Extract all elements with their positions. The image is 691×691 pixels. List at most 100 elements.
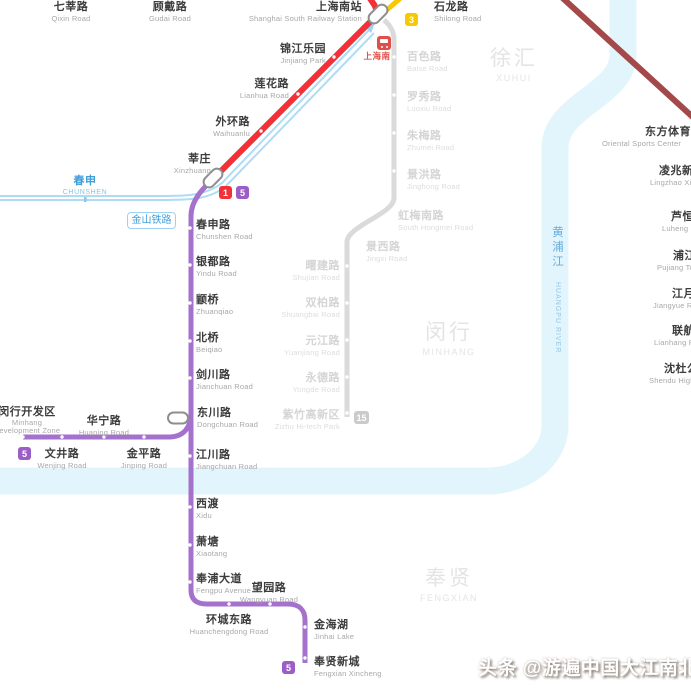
station-label-chunshen: 春申 CHUNSHEN bbox=[63, 176, 107, 197]
line-1-badge: 1 bbox=[219, 186, 232, 199]
station-name-en: Chunshen Road bbox=[196, 232, 253, 241]
interchange-oval-shanghai-south bbox=[367, 3, 389, 25]
line-5-badge: 5 bbox=[236, 186, 249, 199]
station-name-zh: 江川路 bbox=[196, 449, 231, 461]
station-label-lingzhao-xincun: 凌兆新村Lingzhao Xincun bbox=[650, 166, 691, 187]
station-name-en: Lianhang Road bbox=[654, 338, 691, 347]
station-name-zh: 朱梅路 bbox=[407, 130, 442, 142]
station-name-zh: 奉浦大道 bbox=[196, 573, 242, 585]
station-name-zh: 紫竹高新区 bbox=[282, 409, 340, 421]
jinshan-railway-badge: 金山铁路 bbox=[127, 212, 176, 229]
station-name-zh: 上海南 bbox=[363, 51, 391, 61]
station-name-zh: 春申路 bbox=[196, 219, 231, 231]
station-name-zh: 东方体育中心 bbox=[645, 126, 691, 138]
district-name-zh: 闵行 bbox=[425, 321, 473, 344]
station-name-zh: 望园路 bbox=[251, 582, 287, 594]
station-name-en: Qixin Road bbox=[51, 14, 91, 23]
station-label-pujiang-town: 浦江镇Pujiang Town bbox=[657, 250, 691, 272]
railway-arrow-icon bbox=[365, 23, 375, 33]
station-name-en: Yongde Road bbox=[292, 385, 340, 394]
station-name-zh: 锦江乐园 bbox=[280, 43, 326, 55]
station-name-zh: 剑川路 bbox=[196, 369, 231, 381]
station-name-zh: 闵行开发区 bbox=[0, 406, 56, 418]
river-name-en: HUANGPU RIVER bbox=[554, 281, 561, 354]
station-name-en: Shendu Highway bbox=[649, 376, 691, 385]
station-name-zh: 银都路 bbox=[196, 256, 231, 268]
station-name-en: South Hongmei Road bbox=[398, 223, 474, 232]
station-name-zh: 西渡 bbox=[196, 498, 219, 510]
station-name-en: Huanchengdong Road bbox=[189, 627, 269, 636]
station-name-en: Wangyuan Road bbox=[239, 595, 299, 604]
station-name-en: Shilong Road bbox=[434, 14, 482, 23]
station-name-zh: 元江路 bbox=[305, 335, 340, 347]
station-name-en: Waihuanlu bbox=[213, 129, 250, 138]
district-name-en: FENGXIAN bbox=[419, 593, 479, 603]
planned-line-path bbox=[560, 0, 691, 120]
station-name-zh: 东川路 bbox=[197, 407, 232, 419]
station-name-zh: 外环路 bbox=[215, 116, 250, 128]
station-name-zh: 永德路 bbox=[305, 372, 340, 384]
station-name-en: Oriental Sports Center bbox=[602, 139, 682, 148]
station-name-zh: 罗秀路 bbox=[407, 91, 442, 103]
station-name-en: Luoxiu Road bbox=[407, 104, 452, 113]
station-name-en: Shujian Road bbox=[292, 273, 340, 282]
station-name-en: Yuanjiang Road bbox=[284, 348, 340, 357]
river-name-zh: 黄浦江 bbox=[551, 226, 563, 270]
chunshen-station-tick bbox=[84, 197, 87, 202]
station-name-en: Jinping Road bbox=[120, 461, 168, 470]
station-name-zh: 浦江镇 bbox=[673, 250, 691, 262]
station-name-zh: 春申 bbox=[73, 175, 97, 187]
station-name-en: Zizhu Hi-tech Park bbox=[274, 422, 340, 431]
station-ticks bbox=[21, 55, 396, 660]
station-name-zh: 上海南站 bbox=[316, 1, 362, 13]
station-label-上海南: 上海南 bbox=[363, 51, 390, 62]
station-name-zh: 百色路 bbox=[407, 51, 442, 63]
station-name-en: Pujiang Town bbox=[657, 263, 691, 272]
station-name-en: Shanghai South Railway Station bbox=[248, 14, 362, 23]
station-name-zh: 双柏路 bbox=[305, 297, 340, 309]
interchange-oval-xinzhuang bbox=[202, 167, 224, 189]
station-label-jiangyue-road: 江月路Jiangyue Road bbox=[653, 288, 691, 310]
station-name-en: Lingzhao Xincun bbox=[650, 178, 691, 187]
station-name-zh: 文井路 bbox=[44, 448, 80, 460]
station-name-en: Jingxi Road bbox=[366, 254, 408, 263]
station-name-zh: 萧塘 bbox=[196, 536, 219, 548]
station-name-zh: 石龙路 bbox=[434, 1, 469, 13]
line-5-badge: 5 bbox=[282, 661, 295, 674]
station-name-en: Gudai Road bbox=[148, 14, 192, 23]
station-name-zh: 江月路 bbox=[672, 288, 691, 300]
station-name-en: CHUNSHEN bbox=[62, 189, 108, 196]
line-5-branch-path bbox=[23, 412, 194, 440]
station-name-zh: 金海湖 bbox=[314, 619, 349, 631]
station-name-zh: 联航路 bbox=[672, 325, 691, 337]
station-name-en: Dongchuan Road bbox=[197, 420, 259, 429]
station-name-zh: 北桥 bbox=[196, 332, 219, 344]
station-name-en: Beiqiao bbox=[196, 345, 223, 354]
station-name-en: Baise Road bbox=[407, 64, 448, 73]
